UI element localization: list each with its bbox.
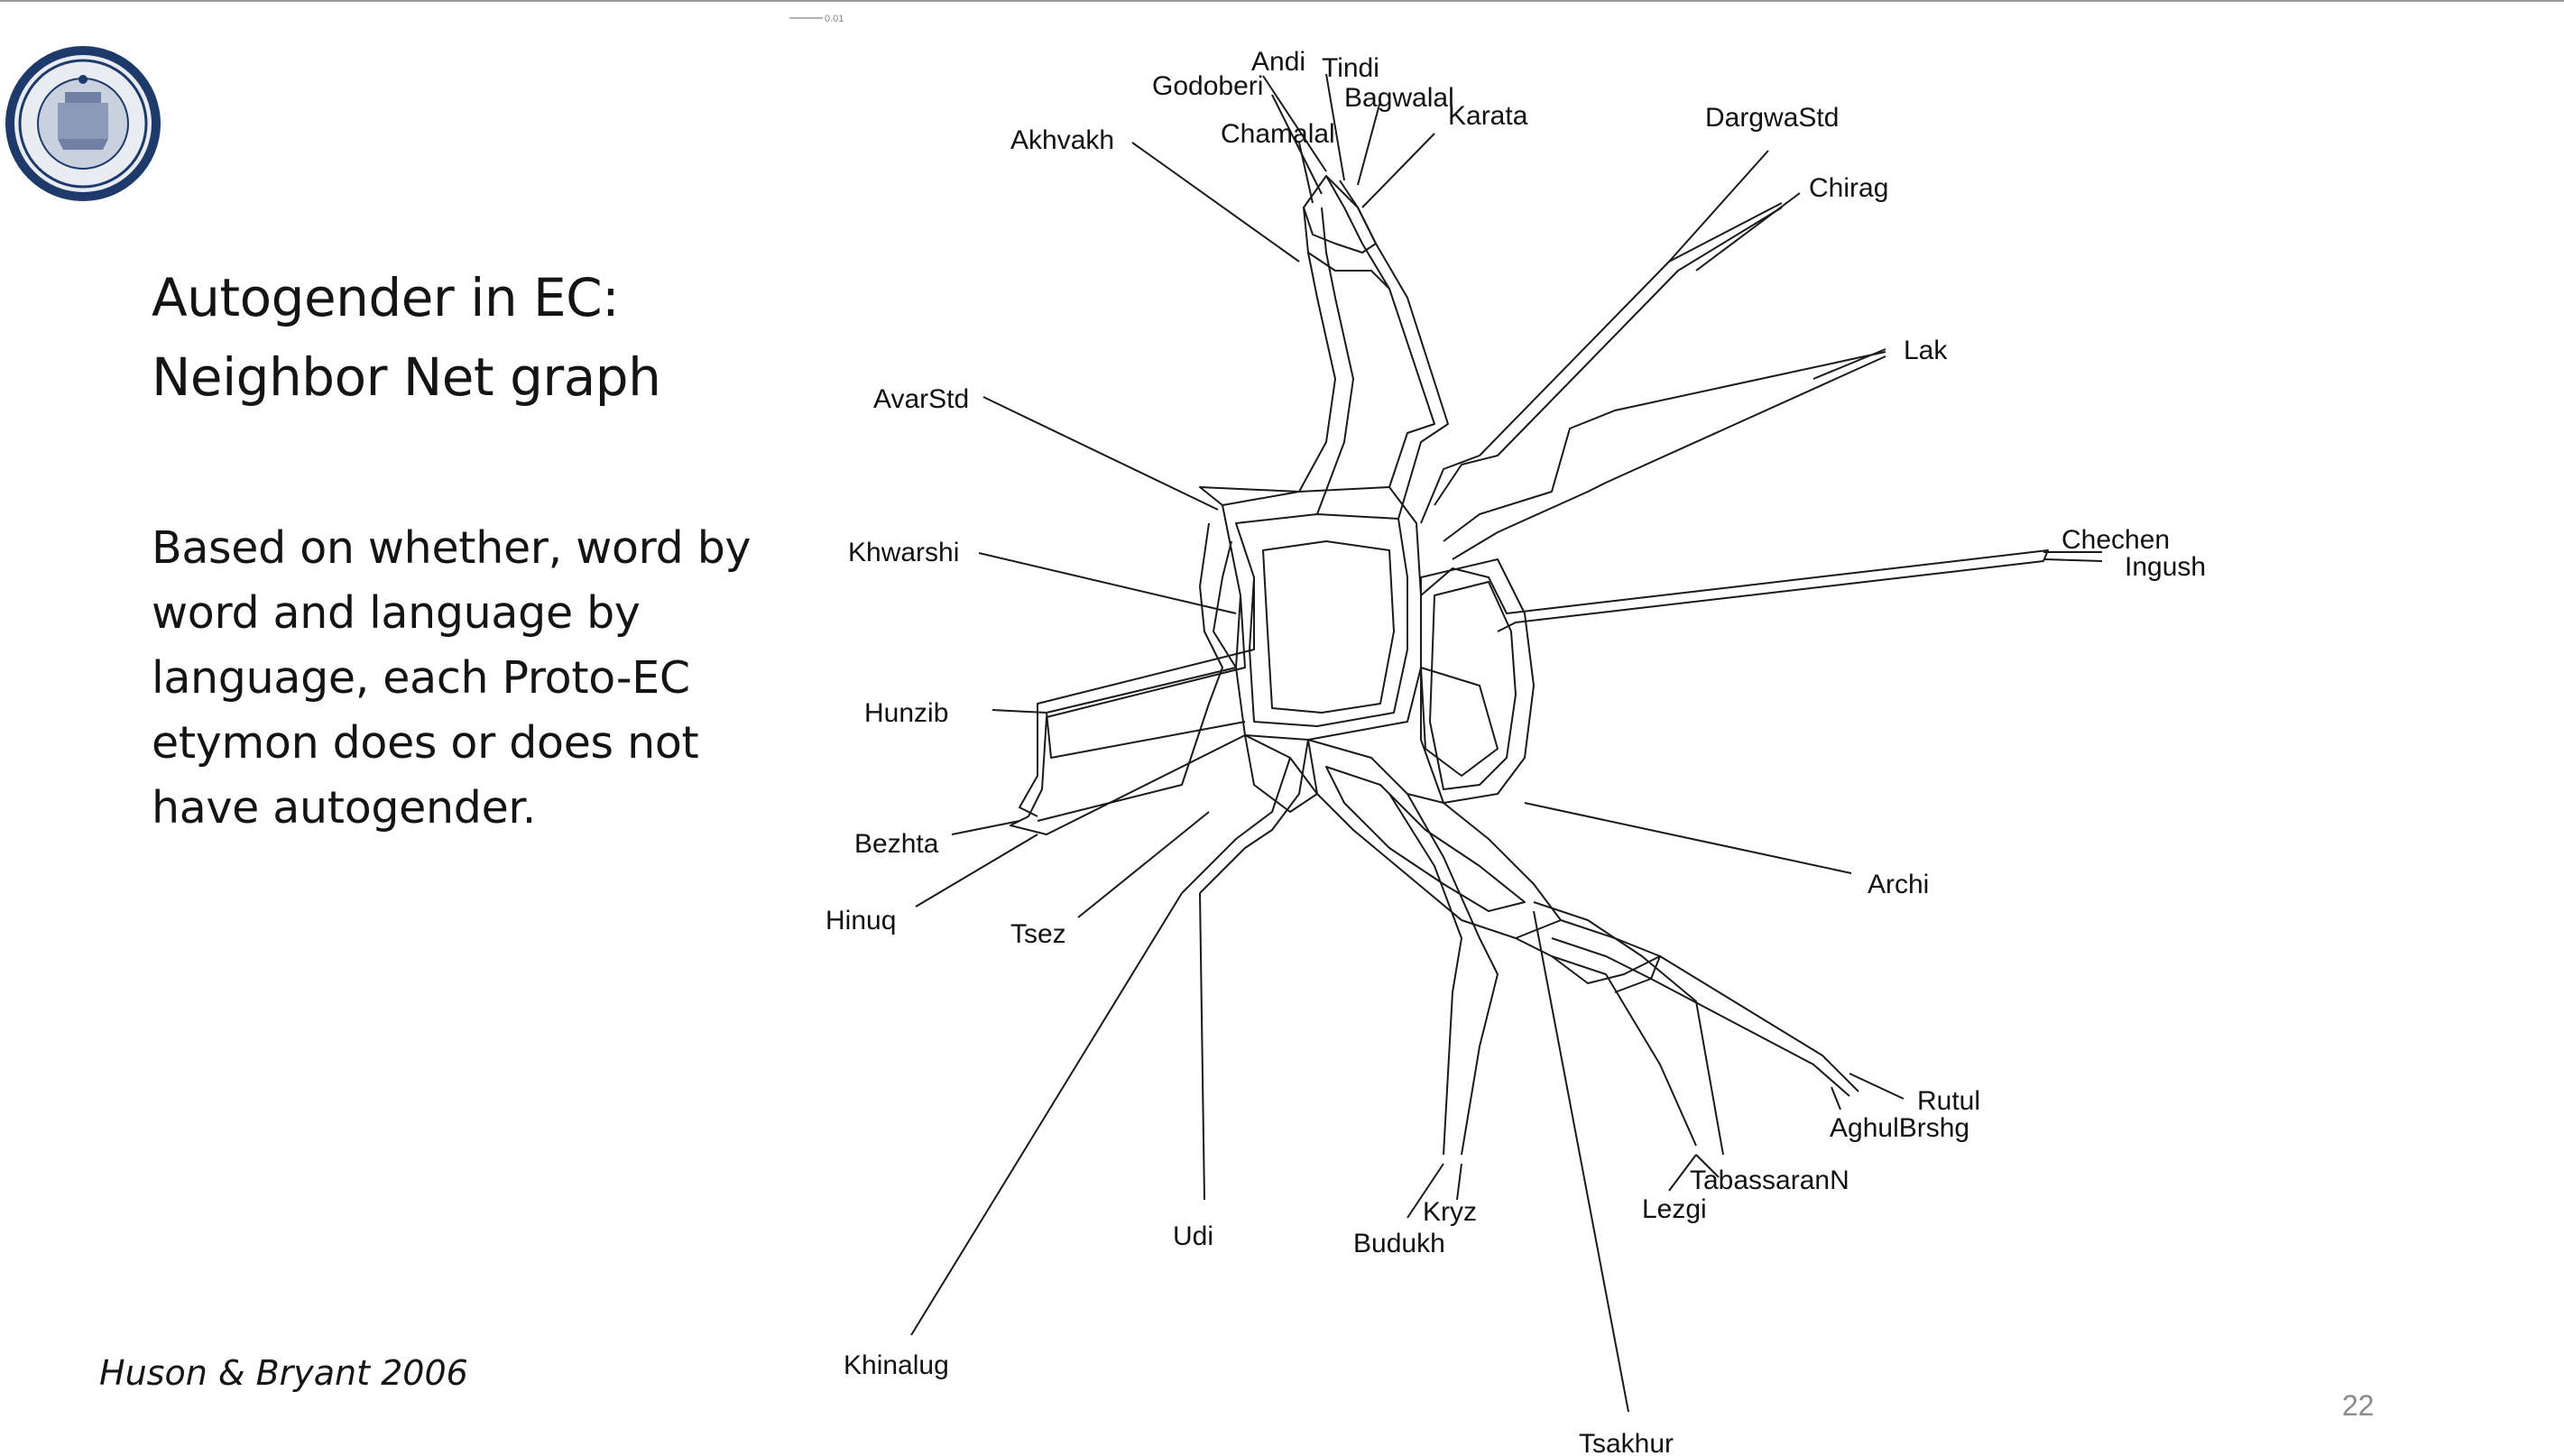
core-box-5 (1429, 581, 1517, 790)
taxon-label: Chamalal (1221, 119, 1335, 149)
taxon-label: Godoberi (1152, 71, 1263, 101)
top-border (0, 0, 2564, 2)
taxon-label: Tsez (1010, 919, 1066, 949)
taxon-label: Tsakhur (1579, 1429, 1674, 1456)
citation: Huson & Bryant 2006 (99, 1353, 468, 1393)
taxon-label: Kryz (1423, 1197, 1477, 1227)
title-line-1: Autogender in EC: (152, 267, 620, 328)
trunk-lak-2 (1452, 355, 1886, 560)
taxon-label: Andi (1251, 47, 1305, 77)
taxon-label: Rutul (1917, 1086, 1980, 1116)
core-box-4 (1420, 558, 1535, 804)
core-box-6 (1307, 739, 1562, 939)
core-box-1 (1222, 486, 1422, 741)
taxon-labels: Andi Tindi Godoberi Bagwalal Karata Cham… (825, 47, 2206, 1456)
taxon-label: AvarStd (873, 384, 969, 414)
trunk-lezgi (1515, 937, 1697, 1147)
trunk-andic-3 (1298, 207, 1336, 493)
taxon-label: Lak (1904, 336, 1948, 365)
taxon-label: Hunzib (864, 698, 948, 728)
taxon-label: Chirag (1809, 173, 1888, 203)
lezgic-box (1551, 955, 1661, 993)
scale-bar-label: 0.01 (825, 14, 844, 24)
trunk-tsezic-1 (1010, 594, 1246, 835)
core-box-8 (1420, 667, 1499, 777)
trunk-budukh (1388, 793, 1462, 1156)
leader-lines (910, 73, 2103, 1413)
taxon-label: Khinalug (844, 1350, 949, 1380)
taxon-label: TabassaranN (1690, 1166, 1849, 1195)
network-edges (1010, 175, 2049, 1156)
core-box-9 (1244, 734, 1318, 813)
trunk-tsezic-3 (1046, 667, 1246, 759)
trunk-tsezic-5 (1037, 522, 1223, 822)
trunk-nakh (1420, 549, 2049, 632)
trunk-udi (1199, 739, 1309, 894)
taxon-label: Udi (1173, 1221, 1213, 1251)
trunk-kryz (1407, 793, 1499, 1156)
andic-box-2 (1307, 252, 1390, 290)
taxon-label: Tindi (1322, 53, 1379, 83)
trunk-tabassaran (1533, 901, 1724, 1156)
page-number: 22 (2342, 1389, 2375, 1422)
scale-bar: 0.01 (789, 14, 844, 24)
taxon-label: AghulBrshg (1830, 1113, 1969, 1143)
core-box-2 (1235, 513, 1408, 727)
taxon-label: Ingush (2125, 552, 2206, 582)
taxon-label: Hinuq (825, 906, 896, 935)
core-box-7 (1325, 766, 1526, 912)
taxon-label: Archi (1868, 870, 1929, 899)
taxon-label: Khwarshi (848, 538, 959, 567)
trunk-chirag (1434, 207, 1783, 506)
andic-box (1303, 175, 1377, 253)
core-box-3 (1262, 540, 1395, 714)
taxon-label: Chechen (2061, 525, 2170, 555)
trunk-avar (1199, 486, 1300, 506)
taxon-label: Bezhta (854, 829, 939, 859)
trunk-dargwa (1420, 202, 1783, 524)
trunk-khinalug (1181, 757, 1291, 894)
taxon-label: Budukh (1353, 1229, 1445, 1258)
trunk-tsezic-4 (1213, 540, 1237, 668)
taxon-label: Bagwalal (1344, 83, 1454, 113)
university-seal-logo (5, 46, 161, 201)
slide-title: Autogender in EC: Neighbor Net graph (152, 258, 661, 417)
taxon-label: Akhvakh (1010, 125, 1114, 155)
trunk-aghul (1551, 937, 1850, 1097)
taxon-label: DargwaStd (1705, 103, 1839, 133)
trunk-tsezic-2 (1019, 577, 1255, 817)
taxon-label: Karata (1448, 101, 1528, 131)
title-line-2: Neighbor Net graph (152, 346, 661, 408)
slide-body-text: Based on whether, word by word and langu… (152, 522, 752, 834)
trunk-lak (1443, 351, 1886, 542)
taxon-label: Lezgi (1642, 1194, 1707, 1224)
trunk-andic-4 (1316, 207, 1354, 515)
